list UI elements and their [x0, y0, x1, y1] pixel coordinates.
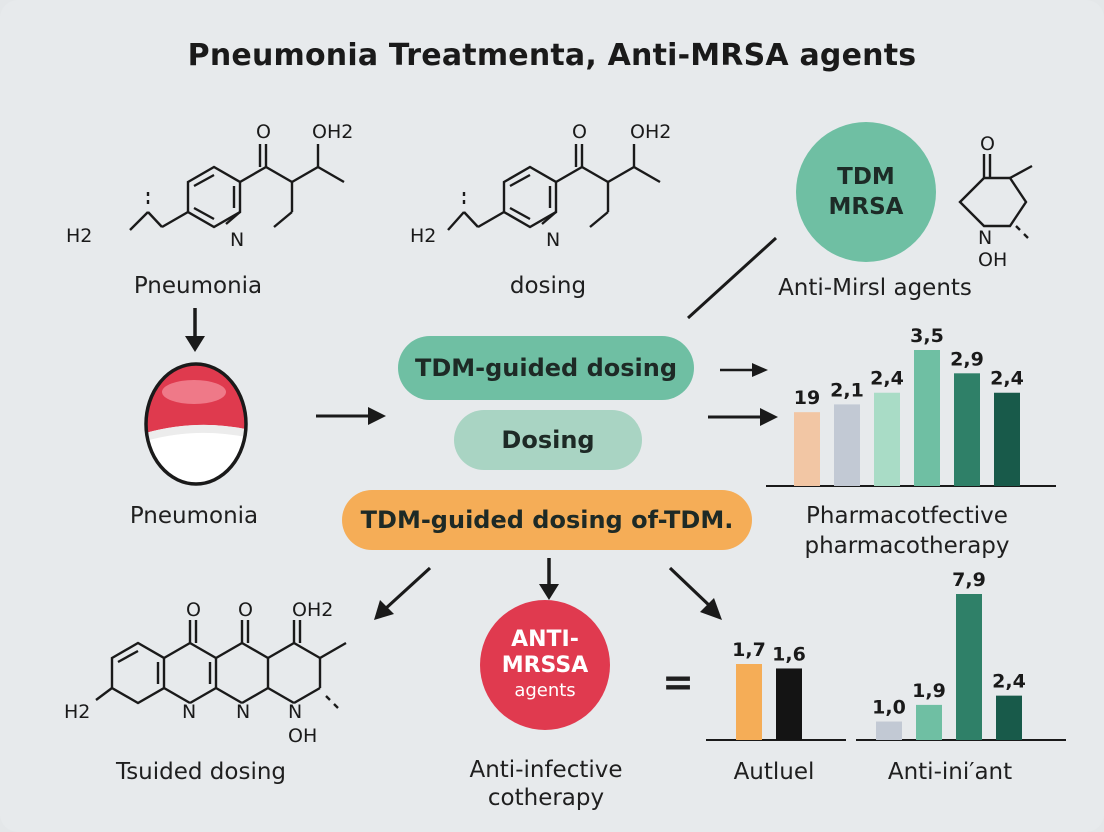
tdm-mrsa-line2: MRSA — [828, 194, 904, 220]
page-title: Pneumonia Treatmenta, Anti-MRSA agents — [187, 38, 917, 73]
equals-sign: = — [662, 660, 694, 704]
chem-label-o: O — [572, 121, 587, 143]
chem-label-n: N — [230, 229, 244, 251]
chart-data-label: 2,4 — [870, 368, 904, 390]
chem-label-oh2: OH2 — [312, 121, 353, 143]
label-anti-inirant: Anti-ini′ant — [887, 759, 1013, 785]
chart-bar — [876, 721, 902, 740]
chem-label-n: N — [236, 701, 250, 723]
chem-label-n: N — [182, 701, 196, 723]
chem-label-o: O — [238, 599, 253, 621]
label-pharma-line1: Pharmacotfective — [806, 503, 1008, 529]
chem-label-h2: H2 — [410, 225, 436, 247]
label-dosing-top: dosing — [509, 273, 587, 299]
tdm-mrsa-line1: TDM — [837, 164, 895, 190]
molecule-bottom-left: O O OH2 N N N OH H2 — [64, 599, 347, 747]
chart-data-label: 1,7 — [732, 639, 766, 661]
chart-data-label: 1,6 — [772, 643, 806, 665]
chem-label-oh: OH — [288, 725, 317, 747]
dosing-pill: Dosing — [454, 410, 642, 470]
chart-bar — [794, 412, 820, 486]
arrow-right-upper — [720, 363, 768, 377]
chem-label-oh: OH — [978, 249, 1007, 271]
chart-data-label: 2,9 — [950, 348, 984, 370]
arrow-down-center — [539, 558, 559, 600]
arrow-right-to-dosing — [316, 407, 386, 425]
chem-label-oh2: OH2 — [630, 121, 671, 143]
label-anti-mirsl: Anti-Mirsl agents — [778, 275, 972, 301]
bar-chart-bottom-right: 1,0 1,9 7,9 2,4 — [856, 569, 1066, 741]
chart-bar — [914, 350, 940, 486]
chem-label-o: O — [256, 121, 271, 143]
bar-chart-top-right: 19 2,1 2,4 3,5 2,9 2,4 — [766, 325, 1056, 487]
chart-data-label: 1,9 — [912, 680, 946, 702]
chem-label-n: N — [288, 701, 302, 723]
capsule-icon — [144, 362, 248, 486]
tdm-guided-dosing-of-tdm-pill: TDM-guided dosing of-TDM. — [342, 490, 752, 550]
chart-bar — [736, 664, 762, 740]
chart-data-label: 1,0 — [872, 697, 906, 719]
chem-label-oh2: OH2 — [292, 599, 333, 621]
chart-bar — [916, 704, 942, 740]
anti-line3: agents — [514, 680, 576, 701]
arrow-right-lower — [708, 408, 778, 426]
chart-bar — [874, 392, 900, 486]
label-pneumonia-top: Pneumonia — [133, 273, 263, 299]
chart-bar — [994, 392, 1020, 486]
tdm-mrsa-circle: TDM MRSA — [796, 122, 936, 262]
chem-label-n: N — [546, 229, 560, 251]
chart-data-label: 7,9 — [952, 569, 986, 591]
label-anti-infective-line1: Anti-infective — [469, 757, 623, 783]
chart-data-label: 19 — [794, 387, 820, 409]
chem-label-o: O — [980, 133, 995, 155]
molecule-top-right: O N OH — [958, 133, 1033, 271]
chart-data-label: 2,1 — [830, 379, 864, 401]
label-pharma-line2: pharmacotherapy — [804, 533, 1010, 559]
anti-mrssa-circle: ANTI- MRSSA agents — [480, 600, 610, 730]
label-anti-infective-line2: cotherapy — [487, 785, 605, 811]
connector-line-diagonal — [686, 236, 778, 320]
chart-data-label: 3,5 — [910, 325, 944, 347]
chart-bar — [776, 668, 802, 740]
bar-chart-bottom-middle: 1,7 1,6 — [706, 639, 846, 741]
chem-label-h2: H2 — [66, 225, 92, 247]
label-pneumonia-mid: Pneumonia — [129, 503, 259, 529]
anti-line1: ANTI- — [511, 627, 579, 652]
tdm-guided-dosing-pill: TDM-guided dosing — [398, 336, 694, 400]
chem-label-o: O — [186, 599, 201, 621]
chart-bar — [834, 404, 860, 486]
chem-label-h2: H2 — [64, 701, 90, 723]
molecule-top-left: O OH2 N H2 — [66, 121, 353, 251]
arrow-down-left — [185, 308, 205, 352]
chart-bar — [956, 594, 982, 740]
molecule-top-center: O OH2 N H2 — [410, 121, 671, 251]
arrow-down-right-diag — [668, 566, 722, 620]
chart-data-label: 2,4 — [992, 671, 1026, 693]
chem-label-n: N — [978, 227, 992, 249]
chart-bar — [954, 373, 980, 486]
label-tsuided-dosing: Tsuided dosing — [115, 759, 287, 785]
anti-line2: MRSSA — [501, 653, 589, 678]
chart-bar — [996, 695, 1022, 740]
chart-data-label: 2,4 — [990, 368, 1024, 390]
label-autluel: Autluel — [733, 759, 815, 785]
arrow-down-left-diag — [374, 566, 432, 620]
